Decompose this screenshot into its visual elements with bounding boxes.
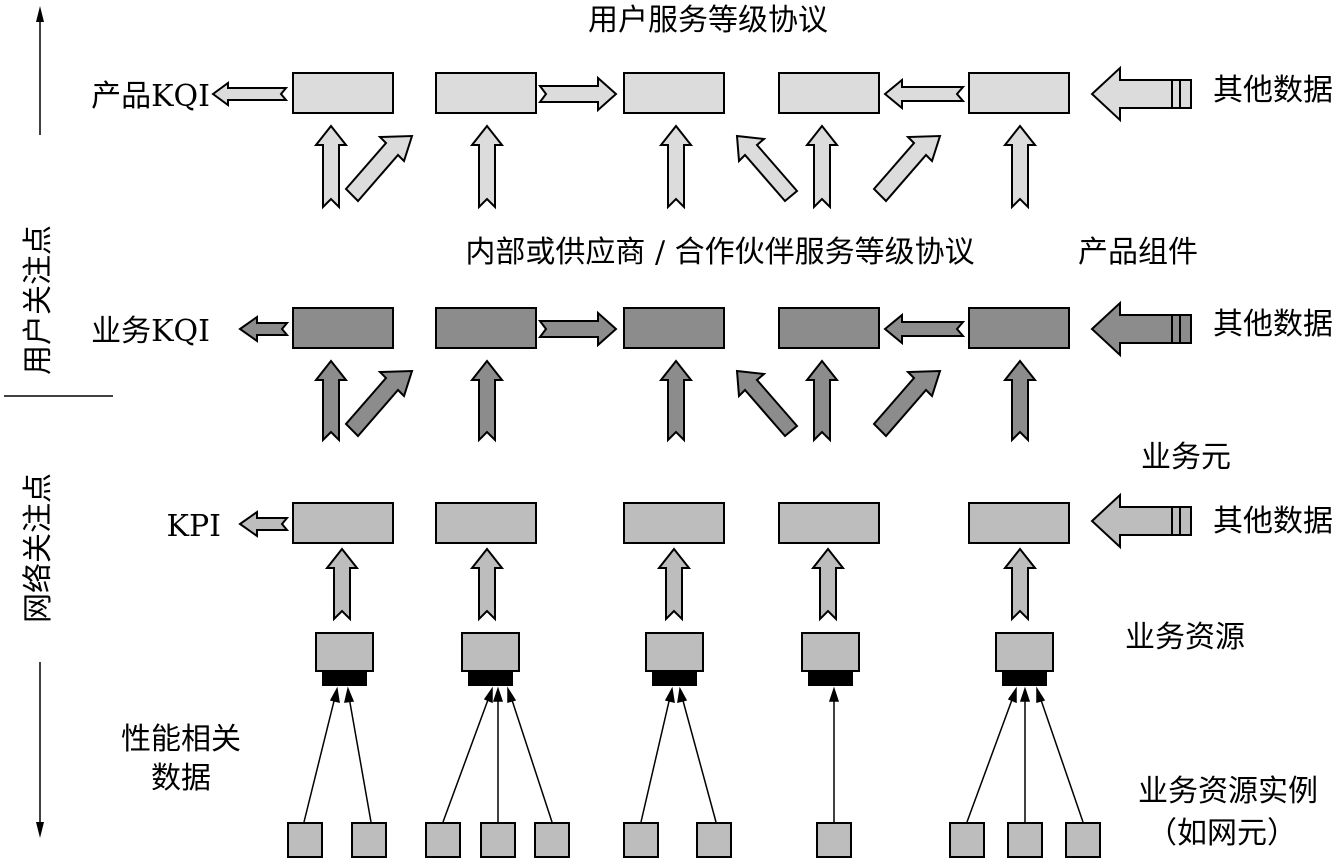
- resource-instance-box: [949, 822, 985, 858]
- service-resource-node: [315, 632, 374, 686]
- product-kqi-box: [435, 72, 537, 114]
- diagonal-arrow: [344, 134, 414, 203]
- resource-instance-box: [425, 822, 461, 858]
- label-service-element: 业务元: [1141, 440, 1231, 475]
- label-network-focus: 网络关注点: [21, 473, 56, 623]
- service-kqi-row: [292, 307, 1070, 349]
- resource-instance-row: [287, 822, 1101, 858]
- kpi-box: [623, 502, 725, 544]
- resource-instance-box: [351, 822, 387, 858]
- diagonal-arrow: [735, 134, 799, 203]
- up-arrow: [804, 359, 840, 443]
- up-arrow: [469, 124, 505, 210]
- service-kqi-box: [968, 307, 1070, 349]
- kpi-horizontal-arrows: [238, 492, 1192, 550]
- label-perf-data-line2: 数据: [151, 761, 211, 796]
- service-up-arrows: [313, 359, 1038, 443]
- up-arrow: [313, 124, 349, 210]
- service-horizontal-arrows: [238, 300, 1192, 358]
- service-resource-node: [461, 632, 520, 686]
- product-kqi-row: [292, 72, 1070, 114]
- label-other-data-1: 其他数据: [1213, 73, 1333, 108]
- product-kqi-box: [778, 72, 880, 114]
- service-resource-row: [315, 632, 1054, 686]
- up-arrow: [658, 359, 694, 443]
- label-other-data-2: 其他数据: [1213, 307, 1333, 342]
- resource-instance-box: [287, 822, 323, 858]
- label-service-kqi: 业务KQI: [91, 314, 210, 349]
- service-resource-node: [645, 632, 704, 686]
- diagonal-arrow: [735, 369, 799, 438]
- label-perf-data-line1: 性能相关: [121, 722, 241, 757]
- service-kqi-box: [435, 307, 537, 349]
- diagonal-arrow: [872, 369, 942, 438]
- kpi-row: [292, 502, 1070, 544]
- up-arrow: [469, 547, 505, 622]
- label-top-title: 用户服务等级协议: [588, 3, 828, 38]
- service-kqi-box: [623, 307, 725, 349]
- flow-arrow: [538, 310, 618, 348]
- up-arrow: [658, 124, 694, 210]
- product-kqi-box: [968, 72, 1070, 114]
- label-kpi: KPI: [167, 509, 221, 544]
- label-resource-instance-line1: 业务资源实例: [1138, 774, 1318, 809]
- resource-instance-box: [1007, 822, 1043, 858]
- product-kqi-box: [292, 72, 394, 114]
- product-kqi-box: [623, 72, 725, 114]
- up-arrow: [1002, 547, 1038, 622]
- up-arrow: [1002, 124, 1038, 210]
- focus-axis: [4, 6, 113, 838]
- resource-instance-box: [696, 822, 732, 858]
- label-other-data-3: 其他数据: [1213, 504, 1333, 539]
- service-resource-node: [801, 632, 860, 686]
- label-resource-instance-line2: （如网元）: [1147, 816, 1297, 851]
- service-kqi-box: [292, 307, 394, 349]
- label-service-resource: 业务资源: [1125, 620, 1245, 655]
- up-arrow: [469, 359, 505, 443]
- perf-data-arrows: [303, 686, 1084, 823]
- resource-instance-box: [1065, 822, 1101, 858]
- flow-arrow: [883, 312, 966, 346]
- kpi-box: [435, 502, 537, 544]
- flow-arrow: [538, 75, 618, 113]
- diagonal-arrow: [344, 369, 414, 438]
- product-up-arrows: [313, 124, 1038, 210]
- label-user-focus: 用户关注点: [21, 225, 56, 375]
- kpi-up-arrows: [324, 547, 1038, 622]
- up-arrow: [1002, 359, 1038, 443]
- up-arrow: [313, 359, 349, 443]
- service-resource-node: [995, 632, 1054, 686]
- resource-instance-box: [623, 822, 659, 858]
- product-horizontal-arrows: [211, 65, 1192, 123]
- up-arrow: [324, 547, 360, 622]
- up-arrow: [656, 547, 692, 622]
- diagonal-arrow: [872, 134, 942, 203]
- service-kqi-box: [778, 307, 880, 349]
- other-data-input-arrow: [1090, 65, 1192, 123]
- kpi-box: [778, 502, 880, 544]
- up-arrow: [804, 124, 840, 210]
- resource-instance-box: [534, 822, 570, 858]
- output-arrow: [238, 315, 290, 343]
- label-internal-sla: 内部或供应商 / 合作伙伴服务等级协议: [465, 235, 974, 270]
- output-arrow: [211, 81, 289, 107]
- up-arrow: [810, 547, 846, 622]
- flow-arrow: [883, 77, 966, 111]
- output-arrow: [238, 510, 290, 538]
- other-data-input-arrow: [1090, 492, 1192, 550]
- resource-instance-box: [480, 822, 516, 858]
- kpi-box: [968, 502, 1070, 544]
- label-product-component: 产品组件: [1078, 235, 1198, 270]
- other-data-input-arrow: [1090, 300, 1192, 358]
- resource-instance-box: [816, 822, 852, 858]
- label-product-kqi: 产品KQI: [91, 79, 210, 114]
- kpi-box: [292, 502, 394, 544]
